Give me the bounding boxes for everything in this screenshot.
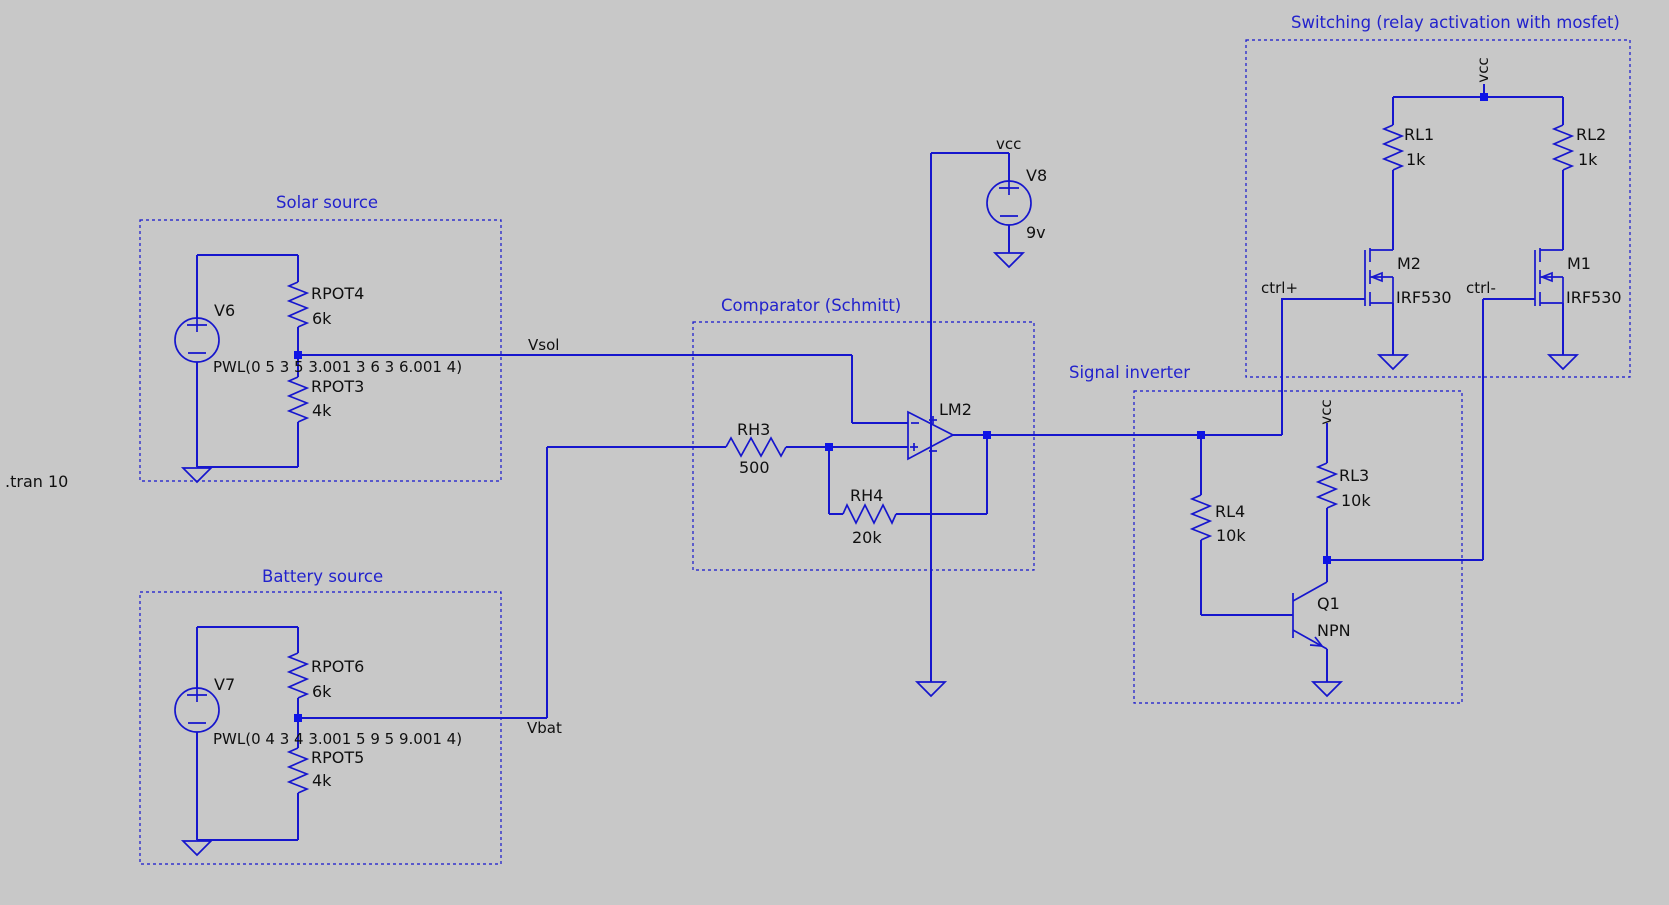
spice-directive[interactable]: .tran 10 <box>5 472 69 491</box>
vcc-supply-net-label[interactable]: vcc <box>996 135 1022 153</box>
m1-ground-icon[interactable] <box>1546 354 1580 371</box>
rpot5-ref-label[interactable]: RPOT5 <box>311 748 365 767</box>
m1-value-label[interactable]: IRF530 <box>1566 288 1622 307</box>
v6-value-label[interactable]: PWL(0 5 3 5 3.001 3 6 3 6.001 4) <box>213 358 463 376</box>
rh4-value-label[interactable]: 20k <box>852 528 882 547</box>
solar-ground-icon[interactable] <box>180 467 214 484</box>
vbat-wire[interactable] <box>298 446 726 719</box>
rl1-resistor[interactable] <box>1381 124 1405 250</box>
rl2-resistor[interactable] <box>1551 124 1575 250</box>
v8-value-label[interactable]: 9v <box>1026 223 1046 242</box>
rl3-resistor[interactable] <box>1315 423 1339 560</box>
ctrl-minus-net-label[interactable]: ctrl- <box>1466 279 1496 297</box>
solar-box-title[interactable]: Solar source <box>276 193 379 212</box>
vcc-rail-ground-icon[interactable] <box>914 681 948 698</box>
m2-ref-label[interactable]: M2 <box>1397 254 1421 273</box>
rh4-ref-label[interactable]: RH4 <box>850 486 884 505</box>
m1-ref-label[interactable]: M1 <box>1567 254 1591 273</box>
solar-source-box[interactable] <box>139 219 502 482</box>
vbat-net-label[interactable]: Vbat <box>527 719 562 737</box>
vsol-wire[interactable] <box>298 354 908 424</box>
q1-ground-icon[interactable] <box>1310 681 1344 698</box>
v8-ref-label[interactable]: V8 <box>1026 166 1048 185</box>
rpot4-value-label[interactable]: 6k <box>312 309 332 328</box>
junction-dot <box>983 431 991 439</box>
junction-dot <box>294 351 302 359</box>
junction-dot <box>825 443 833 451</box>
rpot5-value-label[interactable]: 4k <box>312 771 332 790</box>
vcc-switching-net-label[interactable]: vcc <box>1474 57 1492 83</box>
rh4-resistor[interactable] <box>828 435 988 525</box>
rl1-ref-label[interactable]: RL1 <box>1404 125 1435 144</box>
rh3-value-label[interactable]: 500 <box>739 458 770 477</box>
v8-voltage-source[interactable] <box>986 153 1032 253</box>
comparator-box-title[interactable]: Comparator (Schmitt) <box>721 296 902 315</box>
opamp-output-wire[interactable] <box>953 299 1283 436</box>
rpot5-resistor[interactable] <box>286 747 310 794</box>
junction-dot <box>1323 556 1331 564</box>
vcc-inverter-net-label[interactable]: vcc <box>1317 399 1335 425</box>
rl3-ref-label[interactable]: RL3 <box>1339 466 1370 485</box>
ctrl-plus-net-label[interactable]: ctrl+ <box>1261 279 1299 297</box>
comparator-box[interactable] <box>692 321 1035 571</box>
v7-value-label[interactable]: PWL(0 4 3 4 3.001 5 9 5 9.001 4) <box>213 730 463 748</box>
m2-value-label[interactable]: IRF530 <box>1396 288 1452 307</box>
v8-ground-icon[interactable] <box>992 252 1026 269</box>
rh3-resistor[interactable] <box>725 436 908 458</box>
m2-ground-icon[interactable] <box>1376 354 1410 371</box>
rl2-ref-label[interactable]: RL2 <box>1576 125 1607 144</box>
rpot6-resistor[interactable] <box>286 652 310 699</box>
rl4-resistor[interactable] <box>1189 435 1213 615</box>
q1-ref-label[interactable]: Q1 <box>1317 594 1340 613</box>
vsol-net-label[interactable]: Vsol <box>528 336 560 354</box>
collector-to-ctrl-minus-wire[interactable] <box>1327 299 1484 561</box>
rl2-value-label[interactable]: 1k <box>1578 150 1598 169</box>
battery-source-box[interactable] <box>139 591 502 865</box>
junction-dot <box>294 714 302 722</box>
q1-npn-transistor[interactable] <box>1201 560 1328 682</box>
rpot4-resistor[interactable] <box>286 281 310 328</box>
rl4-value-label[interactable]: 10k <box>1216 526 1246 545</box>
switching-box[interactable] <box>1245 39 1631 378</box>
vcc-rail-wire[interactable] <box>930 152 1009 682</box>
rpot3-resistor[interactable] <box>286 376 310 423</box>
inverter-box-title[interactable]: Signal inverter <box>1069 363 1191 382</box>
rl4-ref-label[interactable]: RL4 <box>1215 502 1246 521</box>
rpot4-ref-label[interactable]: RPOT4 <box>311 284 365 303</box>
signal-inverter-box[interactable] <box>1133 390 1463 704</box>
rpot3-ref-label[interactable]: RPOT3 <box>311 377 365 396</box>
rh3-ref-label[interactable]: RH3 <box>737 420 771 439</box>
rl3-value-label[interactable]: 10k <box>1341 491 1371 510</box>
v7-voltage-source[interactable] <box>174 627 220 840</box>
junction-dot <box>1480 93 1488 101</box>
battery-box-title[interactable]: Battery source <box>262 567 384 586</box>
rpot6-ref-label[interactable]: RPOT6 <box>311 657 365 676</box>
v7-ref-label[interactable]: V7 <box>214 675 236 694</box>
battery-ground-icon[interactable] <box>180 840 214 857</box>
switching-box-title[interactable]: Switching (relay activation with mosfet) <box>1291 13 1620 32</box>
rpot6-value-label[interactable]: 6k <box>312 682 332 701</box>
rpot3-value-label[interactable]: 4k <box>312 401 332 420</box>
lm2-ref-label[interactable]: LM2 <box>939 400 972 419</box>
m1-mosfet[interactable] <box>1483 248 1564 355</box>
m2-mosfet[interactable] <box>1281 248 1394 355</box>
battery-wires[interactable] <box>197 626 299 841</box>
v6-ref-label[interactable]: V6 <box>214 301 236 320</box>
rl1-value-label[interactable]: 1k <box>1406 150 1426 169</box>
q1-value-label[interactable]: NPN <box>1317 621 1351 640</box>
v6-voltage-source[interactable] <box>174 255 220 467</box>
